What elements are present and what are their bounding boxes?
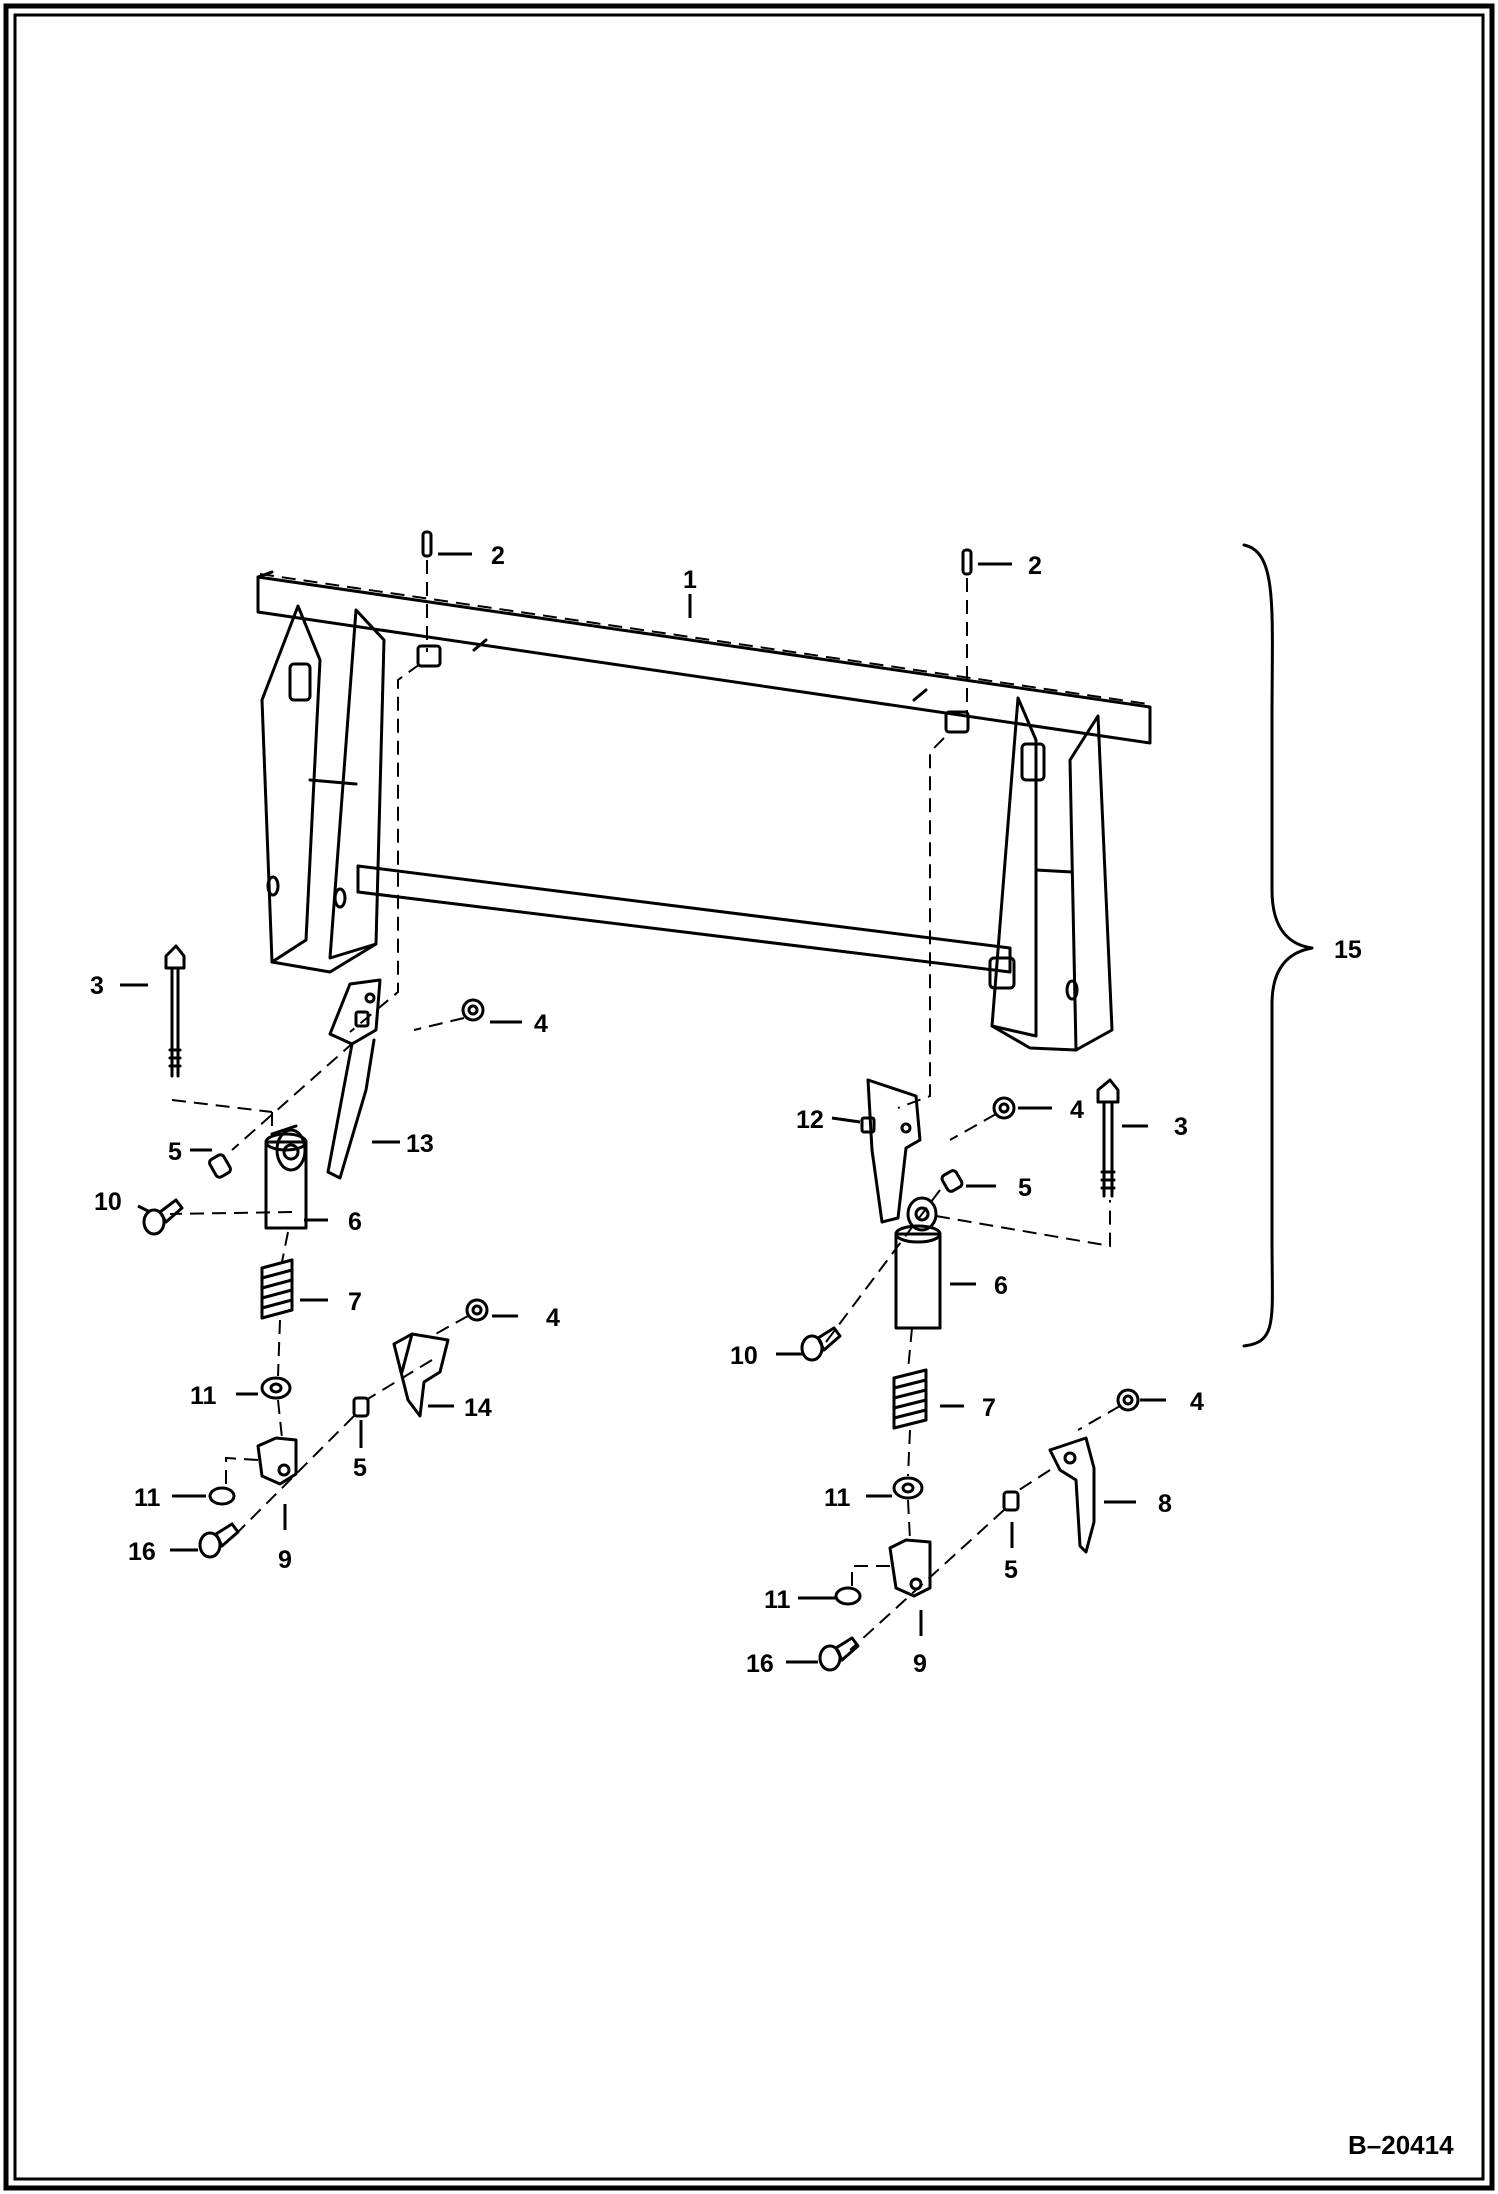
callout-9-left: 9 [278,1546,292,1574]
callout-10-right: 10 [730,1342,758,1370]
callout-10-left: 10 [94,1188,122,1216]
left-latch-assembly [142,944,489,1559]
callout-3-left: 3 [90,972,104,1000]
callout-7-right: 7 [982,1394,996,1422]
callout-5-b: 5 [353,1454,367,1482]
outer-border [3,3,1495,2191]
callout-15: 15 [1334,936,1362,964]
callout-6-left: 6 [348,1208,362,1236]
callout-leaders [120,552,1166,1664]
callout-5-a: 5 [168,1138,182,1166]
assembly-lines [169,560,1149,1651]
callout-11-d: 11 [764,1586,791,1614]
inner-border [13,13,1485,2181]
right-latch-assembly [800,1078,1140,1672]
roll-pin-right [961,548,973,576]
callout-8: 8 [1158,1490,1172,1518]
callout-14: 14 [464,1394,492,1422]
callout-4-b: 4 [546,1304,560,1332]
callout-4-d: 4 [1190,1388,1204,1416]
callout-16-right: 16 [746,1650,774,1678]
callout-13: 13 [406,1130,434,1158]
callout-labels: 1 2 2 3 3 4 4 4 4 5 5 5 5 6 6 7 7 8 9 9 … [90,542,1362,1678]
callout-9-right: 9 [913,1650,927,1678]
callout-7-left: 7 [348,1288,362,1316]
callout-2-right: 2 [1028,552,1042,580]
callout-3-right: 3 [1174,1113,1188,1141]
figure-reference: B–20414 [1348,2130,1454,2160]
callout-12: 12 [796,1106,824,1134]
callout-1: 1 [683,566,697,594]
callout-6-right: 6 [994,1272,1008,1300]
callout-2-left: 2 [491,542,505,570]
roll-pin-left [421,530,433,558]
callout-4-a: 4 [534,1010,548,1038]
callout-4-c: 4 [1070,1096,1084,1124]
assembly-brace [1242,543,1314,1348]
callout-16-left: 16 [128,1538,156,1566]
callout-5-c: 5 [1018,1174,1032,1202]
callout-11-b: 11 [134,1484,161,1512]
callout-11-c: 11 [824,1484,851,1512]
attachment-mounting-frame [256,570,1152,1052]
callout-11-a: 11 [190,1382,217,1410]
callout-5-d: 5 [1004,1556,1018,1584]
